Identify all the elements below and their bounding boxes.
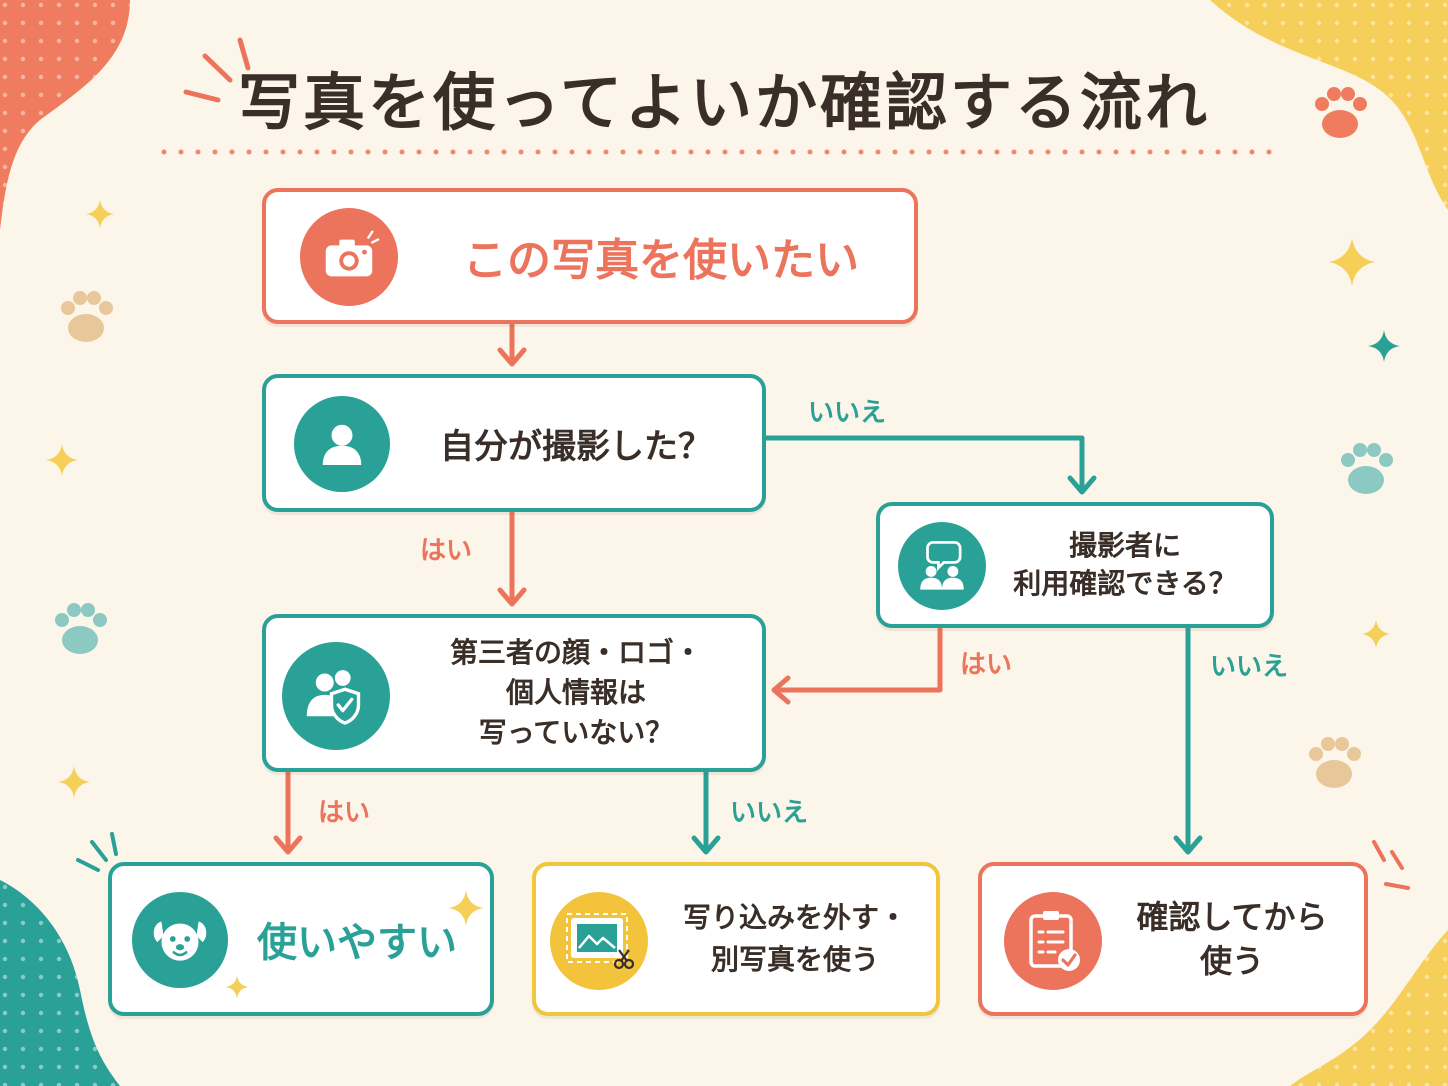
node-start-label: この写真を使いたい	[436, 192, 886, 320]
label-ask-yes: はい	[960, 650, 1013, 680]
arrow-privacy-yes-to-easy	[273, 769, 303, 855]
paw-icon	[1341, 443, 1393, 494]
node-ask-line-1: 撮影者に	[1068, 529, 1181, 562]
node-privacy: 第三者の顔・ロゴ・ 個人情報は 写っていない？	[262, 614, 766, 772]
arrow-ask-no-to-confirm	[1173, 625, 1203, 855]
node-privacy-label: 第三者の顔・ロゴ・ 個人情報は 写っていない？	[396, 618, 756, 768]
node-privacy-line-3: 写っていない？	[478, 716, 674, 749]
arrow-self-no-to-ask	[763, 435, 1097, 495]
node-self-shot-line: 自分が撮影した？	[440, 426, 712, 467]
photo-crop-icon	[550, 892, 648, 990]
node-confirm-label: 確認してから 使う	[1112, 866, 1352, 1012]
sparkle-icon	[448, 890, 484, 926]
label-self-yes: はい	[420, 536, 473, 566]
title-accent-strokes	[183, 37, 251, 103]
burst-strokes	[1372, 840, 1410, 890]
node-ask-line-2: 利用確認できる？	[1013, 567, 1237, 600]
label-privacy-yes: はい	[318, 798, 371, 828]
node-confirm-line-1: 確認してから	[1136, 898, 1328, 936]
label-privacy-no: いいえ	[730, 798, 809, 828]
corner-blob-top-left	[0, 0, 130, 230]
node-self-shot-label: 自分が撮影した？	[406, 378, 746, 508]
node-ask-photographer-label: 撮影者に 利用確認できる？	[996, 506, 1254, 624]
corner-blob-bottom-left	[0, 880, 120, 1086]
person-icon	[294, 396, 390, 492]
node-crop-line-2: 別写真を使う	[710, 943, 879, 976]
corner-blob-bottom-right	[1290, 930, 1448, 1086]
sparkle-icon	[225, 975, 249, 999]
node-crop-label: 写り込みを外す・ 別写真を使う	[660, 866, 930, 1012]
node-easy-label: 使いやすい	[242, 866, 472, 1012]
node-crop-line-1: 写り込みを外す・	[682, 901, 907, 934]
dog-icon	[132, 892, 228, 988]
arrow-start-to-self	[497, 321, 527, 367]
camera-icon	[300, 208, 398, 306]
label-self-no: いいえ	[808, 398, 887, 428]
burst-strokes	[76, 832, 118, 872]
paw-icon	[1309, 737, 1361, 788]
node-ask-photographer: 撮影者に 利用確認できる？	[876, 502, 1274, 628]
node-easy: 使いやすい	[108, 862, 494, 1016]
node-easy-text: 使いやすい	[257, 920, 457, 966]
node-privacy-line-1: 第三者の顔・ロゴ・	[449, 636, 702, 669]
clipboard-check-icon	[1004, 892, 1102, 990]
arrow-self-yes-to-privacy	[497, 509, 527, 607]
node-confirm-line-2: 使う	[1199, 942, 1264, 980]
arrow-ask-yes-to-privacy	[771, 625, 943, 705]
paw-icon	[61, 291, 113, 342]
label-ask-no: いいえ	[1210, 652, 1289, 682]
node-self-shot: 自分が撮影した？	[262, 374, 766, 512]
node-privacy-line-2: 個人情報は	[505, 676, 646, 709]
people-speech-icon	[898, 522, 986, 610]
node-crop: 写り込みを外す・ 別写真を使う	[532, 862, 940, 1016]
node-start: この写真を使いたい	[262, 188, 918, 324]
paw-icon	[55, 603, 107, 654]
node-confirm: 確認してから 使う	[978, 862, 1368, 1016]
node-start-text: この写真を使いたい	[463, 235, 859, 286]
people-shield-icon	[282, 642, 390, 750]
page-title: 写真を使ってよいか確認する流れ	[238, 66, 1210, 139]
sparkle-icon	[1368, 330, 1400, 362]
corner-blob-top-right	[1210, 0, 1448, 210]
sparkle-icon	[46, 200, 1390, 798]
arrow-privacy-no-to-crop	[691, 769, 721, 855]
paw-icon	[1315, 87, 1367, 138]
